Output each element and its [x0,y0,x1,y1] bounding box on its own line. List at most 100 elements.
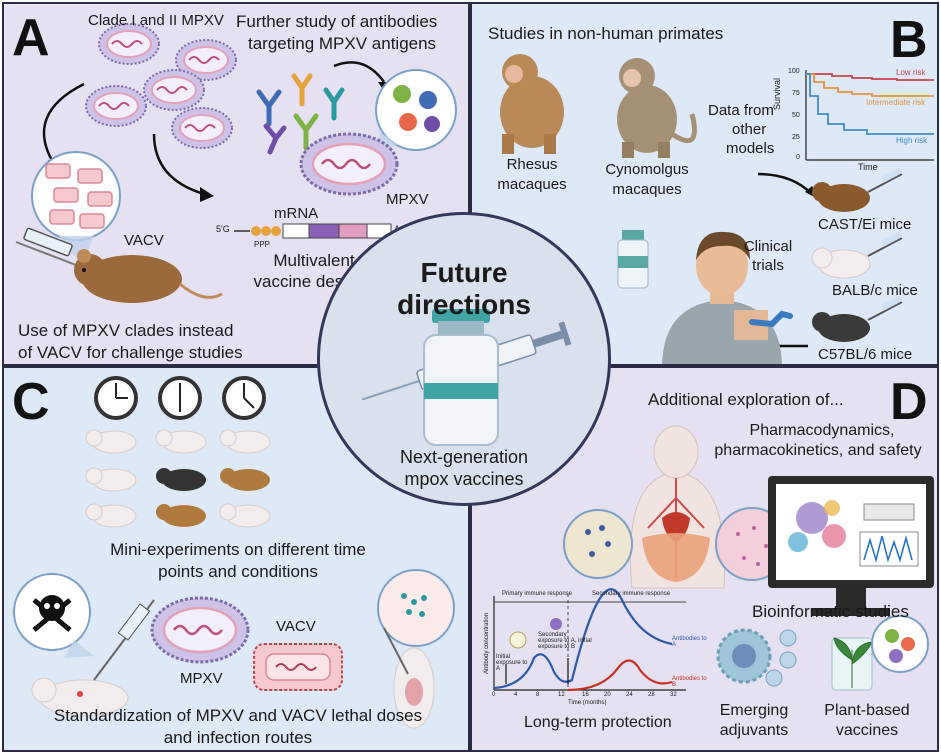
clock-icon [94,376,138,420]
panel-letter: B [890,11,928,69]
panel-letter: A [12,9,50,67]
primary-response-label: Primary immune response [502,591,573,597]
mpxv-virion-icon [143,69,205,111]
arrow-icon [42,82,85,165]
arrow-icon [333,61,386,83]
secondary-response-label: Secondary immune response [592,591,671,597]
x-tick: 20 [604,692,611,698]
mini-line1: Mini-experiments on different time [110,540,366,559]
arrow-icon [152,133,205,196]
mouse-icon [156,504,206,527]
cyno-line2: macaques [612,181,682,198]
mouse-vertical-icon [383,627,435,729]
mouse-icon [156,468,206,491]
cynomolgus-macaque-icon [617,58,697,158]
plant-line2: vaccines [835,722,899,739]
low-risk-label: Low risk [896,68,926,77]
vaccine-vial-syringe-icon [361,309,572,446]
cast-mouse-icon [812,167,903,212]
mouse-icon [85,467,137,492]
standardization-line1: Standardization of MPXV and VACV lethal … [53,706,423,725]
mouse-icon [219,503,271,528]
data-line1: Data from [708,102,774,119]
clinical-line2: trials [752,257,784,274]
antibody-study-line1: Further study of antibodies [236,12,438,31]
antibody-icon [256,73,345,155]
x-tick: 32 [670,692,677,698]
mpxv-virion-large-icon [150,596,250,664]
panel-letter: C [12,373,50,431]
center-title-line2: directions [397,289,531,320]
clinical-line1: Clinical [743,238,793,255]
arrowhead-icon [200,187,214,202]
antibodies-b-curve [567,659,673,692]
standardization-line2: and infection routes [163,728,313,747]
clade-label: Clade I and II MPXV [88,12,224,29]
low-risk-curve [806,73,934,81]
survival-tick: 25 [792,134,800,141]
x-tick: 12 [558,692,565,698]
data-line3: models [726,140,775,157]
cluster-plot-icon [788,500,846,552]
x-tick: 16 [582,692,589,698]
mpxv-virion-icon [171,107,233,149]
clades-line1: Use of MPXV clades instead [18,321,234,340]
center-title-line1: Future [420,257,508,288]
vaccine-vial-icon [617,230,649,289]
intermediate-risk-curve [806,73,934,97]
tissue-magnified-circle [563,509,633,579]
high-risk-label: High risk [896,136,928,145]
panel-d-illustrations [493,425,934,692]
pharma-line1: Pharmacodynamics, [749,422,895,439]
long-term-protection-label: Long-term protection [524,714,672,731]
panel-c-illustrations [13,376,455,729]
center-subtitle-line1: Next-generation [399,447,529,467]
vacv-label: VACV [276,618,316,635]
mpxv-virion-large-icon [299,132,399,196]
survival-tick: 75 [792,90,800,97]
vaccine-vial-icon [423,309,499,446]
panel-a: A Clade I and II MPXV Further study of a… [2,2,470,366]
plant-line1: Plant-based [824,702,910,719]
antibodies-a-curve [493,588,673,690]
x-tick: 0 [492,692,496,698]
skull-crossbones-icon [32,595,72,632]
mouse-icon [74,249,223,303]
additional-exploration: Additional exploration of... [648,390,844,409]
clock-icon [222,376,266,420]
initial-exposure-label: Initial exposure to A [496,654,528,672]
time-x-axis-label: Time (months) [568,700,607,706]
multivalent-line1: Multivalent [273,251,355,270]
antibodies-a-label: Antibodies to A [672,636,707,648]
mouse-icon [85,503,137,528]
survival-tick: 50 [792,112,800,119]
center-circle: Future directions Next-generation mpox v… [317,212,611,506]
cyno-line1: Cynomolgus [605,161,689,178]
survival-ylabel: Survival [772,77,782,110]
secondary-exposure-label: Secondary exposure to A, initial exposur… [538,632,592,650]
antigen-icon [393,85,440,132]
panel-c: C Mini-experiments on different time poi… [2,366,470,752]
plant-icon [831,615,929,691]
panel-a-illustrations [15,23,457,303]
survival-tick: 100 [788,68,800,75]
adjuvants-line2: adjuvants [719,722,789,739]
mpxv-label: MPXV [386,191,429,208]
survival-tick: 0 [796,154,800,161]
mpxv-virion-icon [175,39,237,81]
infection-route-circle [377,569,455,647]
mrna-label: mRNA [274,205,319,222]
x-tick: 28 [648,692,655,698]
survival-chart [805,70,934,161]
rhesus-macaque-icon [500,54,564,154]
antibodies-b-label: Antibodies to B [672,676,707,688]
adjuvants-line1: Emerging [719,702,789,719]
survival-xlabel: Time [858,162,878,172]
vacv-label: VACV [124,232,164,249]
pharma-line2: pharmacokinetics, and safety [714,442,922,459]
nhp-title: Studies in non-human primates [488,24,724,43]
mini-line2: points and conditions [158,562,318,581]
bioinformatic-label: Bioinformatic studies [752,602,909,621]
balb-mouse-icon [811,231,903,279]
mpxv-virion-icon [85,85,147,127]
